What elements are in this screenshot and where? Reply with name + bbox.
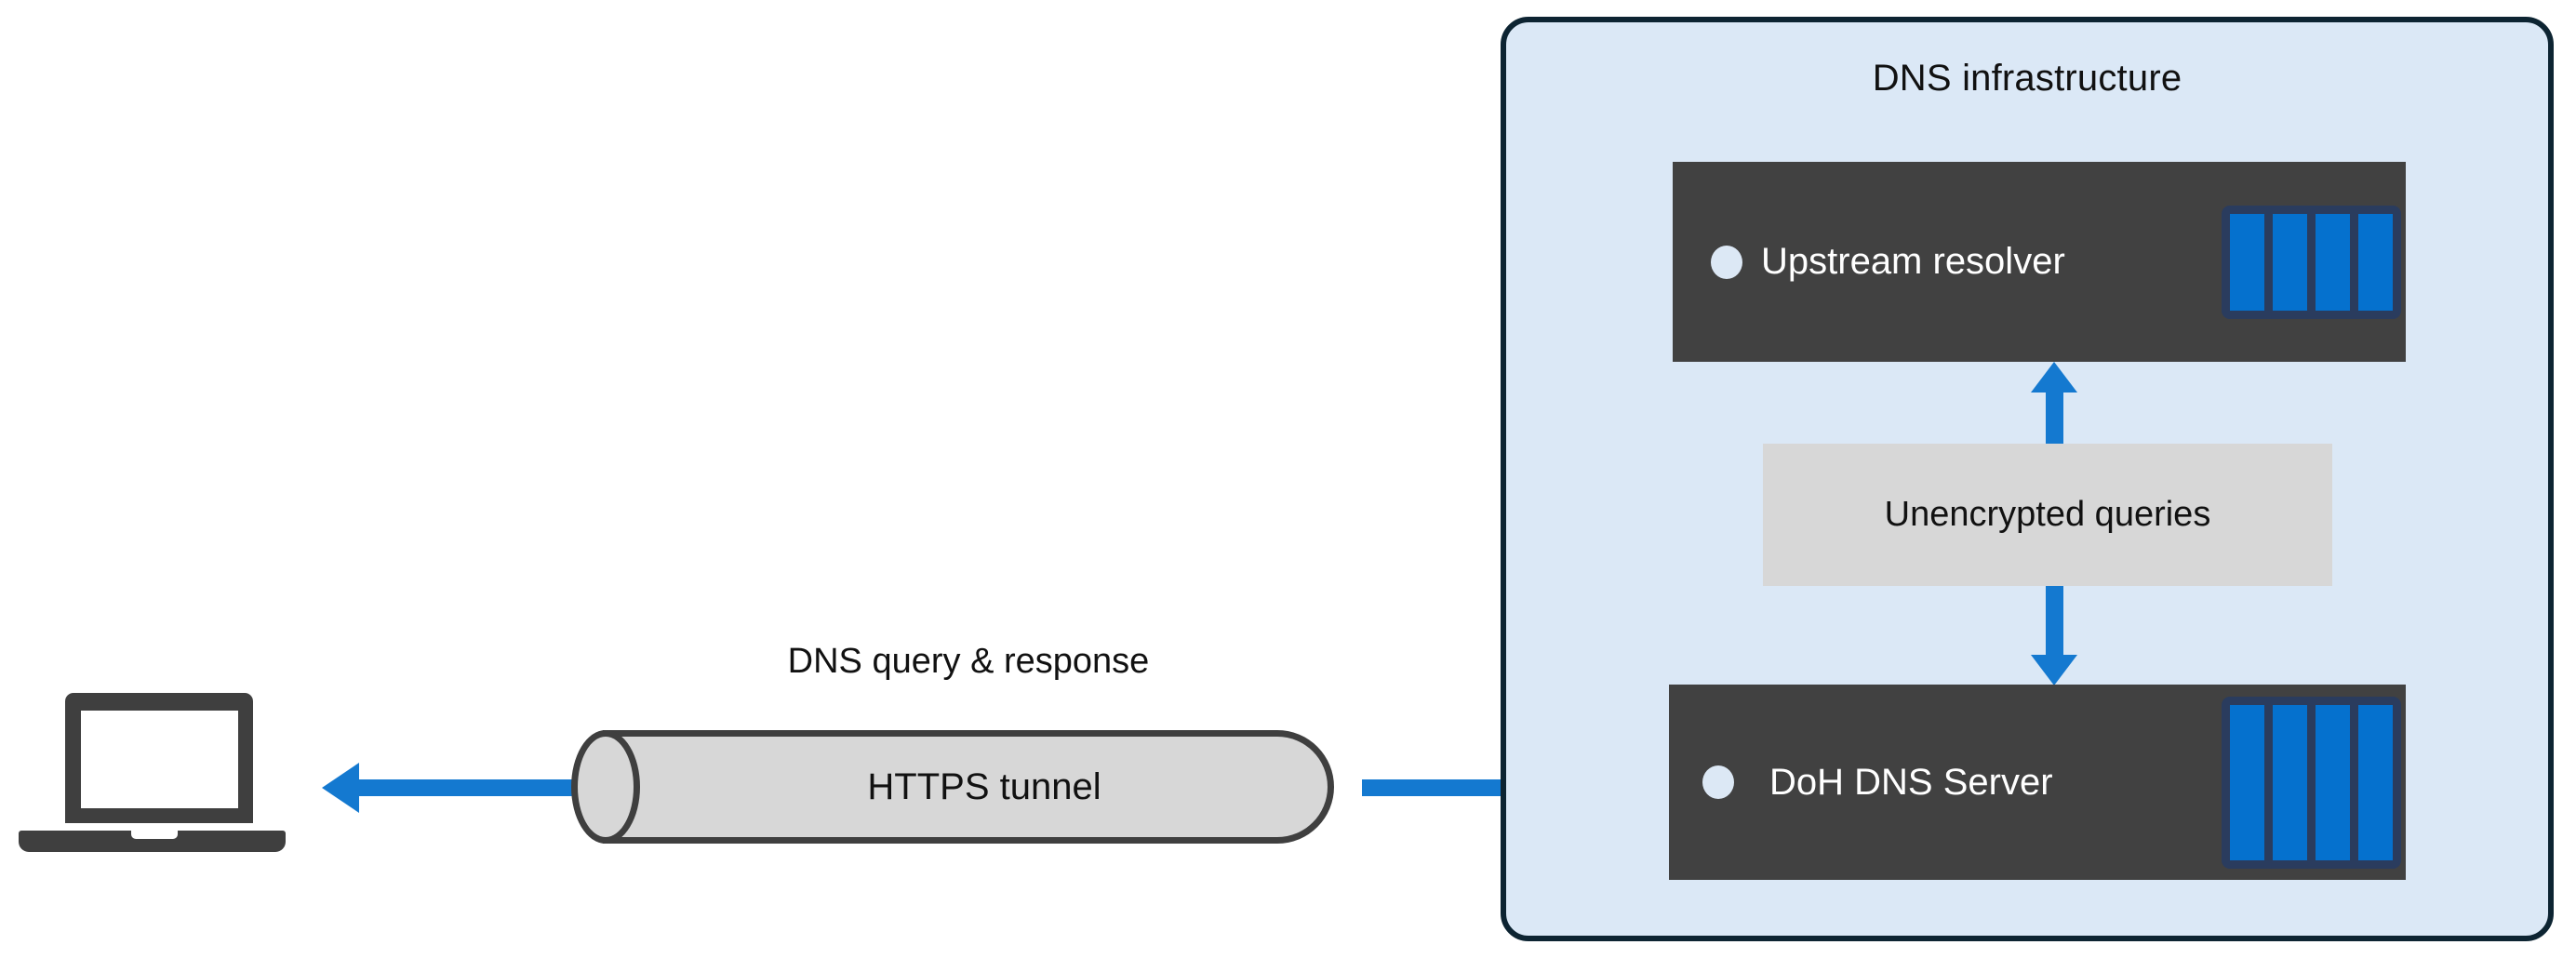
unencrypted-queries-label: Unencrypted queries xyxy=(1884,495,2211,534)
arrow-head-down-icon xyxy=(2031,655,2077,685)
arrow-shaft xyxy=(2045,393,2063,445)
tunnel-body xyxy=(603,730,1334,844)
drive-bay xyxy=(2273,704,2307,860)
dns-infrastructure-title: DNS infrastructure xyxy=(1872,58,2182,99)
drive-bay xyxy=(2358,704,2393,860)
drive-bays-icon xyxy=(2222,696,2401,869)
unencrypted-queries-band: Unencrypted queries xyxy=(1763,444,2332,586)
drive-bay xyxy=(2230,213,2264,311)
upstream-resolver-node: Upstream resolver xyxy=(1673,162,2406,362)
arrow-to-client-icon xyxy=(322,763,592,813)
status-dot-icon xyxy=(1702,765,1734,799)
laptop-notch xyxy=(131,831,178,839)
tunnel-label: HTTPS tunnel xyxy=(867,765,1101,807)
drive-bay xyxy=(2316,213,2350,311)
laptop-screen xyxy=(81,711,238,808)
arrow-down-icon xyxy=(2031,586,2077,685)
doh-dns-server-node: DoH DNS Server xyxy=(1669,685,2406,880)
status-dot-icon xyxy=(1711,245,1742,279)
arrow-up-icon xyxy=(2031,362,2077,445)
drive-bay xyxy=(2358,213,2393,311)
https-tunnel: HTTPS tunnel xyxy=(566,730,1371,844)
laptop-icon xyxy=(19,693,344,874)
doh-dns-server-label: DoH DNS Server xyxy=(1769,761,2053,803)
arrow-shaft xyxy=(2045,586,2063,655)
drive-bays-icon xyxy=(2222,205,2401,319)
drive-bay xyxy=(2230,704,2264,860)
tunnel-end-cap xyxy=(571,730,640,844)
arrow-shaft xyxy=(357,779,592,796)
drive-bay xyxy=(2273,213,2307,311)
upstream-resolver-label: Upstream resolver xyxy=(1761,241,2065,282)
arrow-head-left-icon xyxy=(322,763,359,813)
arrow-head-up-icon xyxy=(2031,362,2077,393)
drive-bay xyxy=(2316,704,2350,860)
query-response-label: DNS query & response xyxy=(787,642,1150,681)
laptop-base xyxy=(19,831,286,852)
